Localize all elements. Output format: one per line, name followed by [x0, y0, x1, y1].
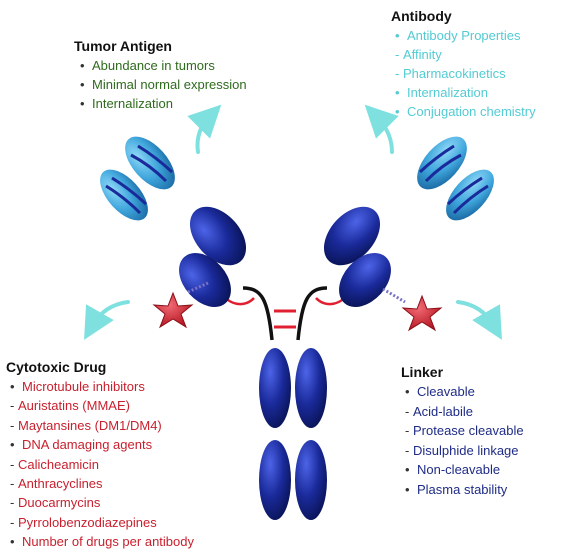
fc-region	[259, 348, 327, 520]
curved-arrow-icon	[84, 300, 130, 340]
list-item: -Calicheamicin	[10, 456, 99, 472]
list-item: •Non-cleavable	[405, 462, 501, 477]
list-item: •Internalization	[80, 96, 173, 111]
list-item: •Internalization	[395, 85, 488, 100]
fab-arm-right	[323, 136, 494, 332]
curved-arrow-icon	[187, 104, 222, 154]
list-item: •Cleavable	[405, 384, 475, 399]
antibody-panel: Antibody •Antibody Properties -Affinity …	[391, 8, 536, 121]
tumor-antigen-panel: Tumor Antigen •Abundance in tumors •Mini…	[74, 38, 247, 113]
list-item: •Conjugation chemistry	[395, 104, 536, 119]
cytotoxic-drug-panel: Cytotoxic Drug •Microtubule inhibitors -…	[6, 359, 194, 552]
curved-arrows	[84, 104, 502, 340]
list-item: -Pharmacokinetics	[395, 66, 506, 81]
list-item: -Duocarmycins	[10, 495, 101, 511]
list-item: •Plasma stability	[405, 481, 508, 497]
list-item: -Maytansines (DM1/DM4)	[10, 417, 162, 433]
list-item: •Microtubule inhibitors	[10, 379, 145, 394]
cytotoxic-drug-title: Cytotoxic Drug	[6, 359, 107, 375]
list-item: -Anthracyclines	[10, 476, 103, 492]
tumor-antigen-title: Tumor Antigen	[74, 38, 172, 54]
drug-star-icon	[152, 291, 194, 329]
list-item: •Antibody Properties	[395, 28, 521, 43]
hinge-region	[218, 286, 352, 341]
list-item: •Number of drugs per antibody	[10, 534, 194, 550]
fab-arm-left	[100, 136, 247, 329]
list-item: -Affinity	[395, 47, 442, 62]
list-item: -Acid-labile	[405, 403, 473, 419]
list-item: •DNA damaging agents	[10, 437, 153, 453]
list-item: •Minimal normal expression	[80, 77, 247, 92]
list-item: -Auristatins (MMAE)	[10, 398, 130, 414]
list-item: •Abundance in tumors	[80, 58, 215, 73]
list-item: -Disulphide linkage	[405, 442, 519, 458]
curved-arrow-icon	[364, 104, 399, 154]
linker-panel: Linker •Cleavable -Acid-labile -Protease…	[401, 364, 524, 499]
drug-star-icon	[401, 294, 443, 332]
linker-title: Linker	[401, 364, 444, 380]
curved-arrow-icon	[456, 300, 502, 340]
list-item: -Pyrrolobenzodiazepines	[10, 514, 157, 530]
list-item: -Protease cleavable	[405, 423, 524, 438]
antibody-title: Antibody	[391, 8, 452, 24]
